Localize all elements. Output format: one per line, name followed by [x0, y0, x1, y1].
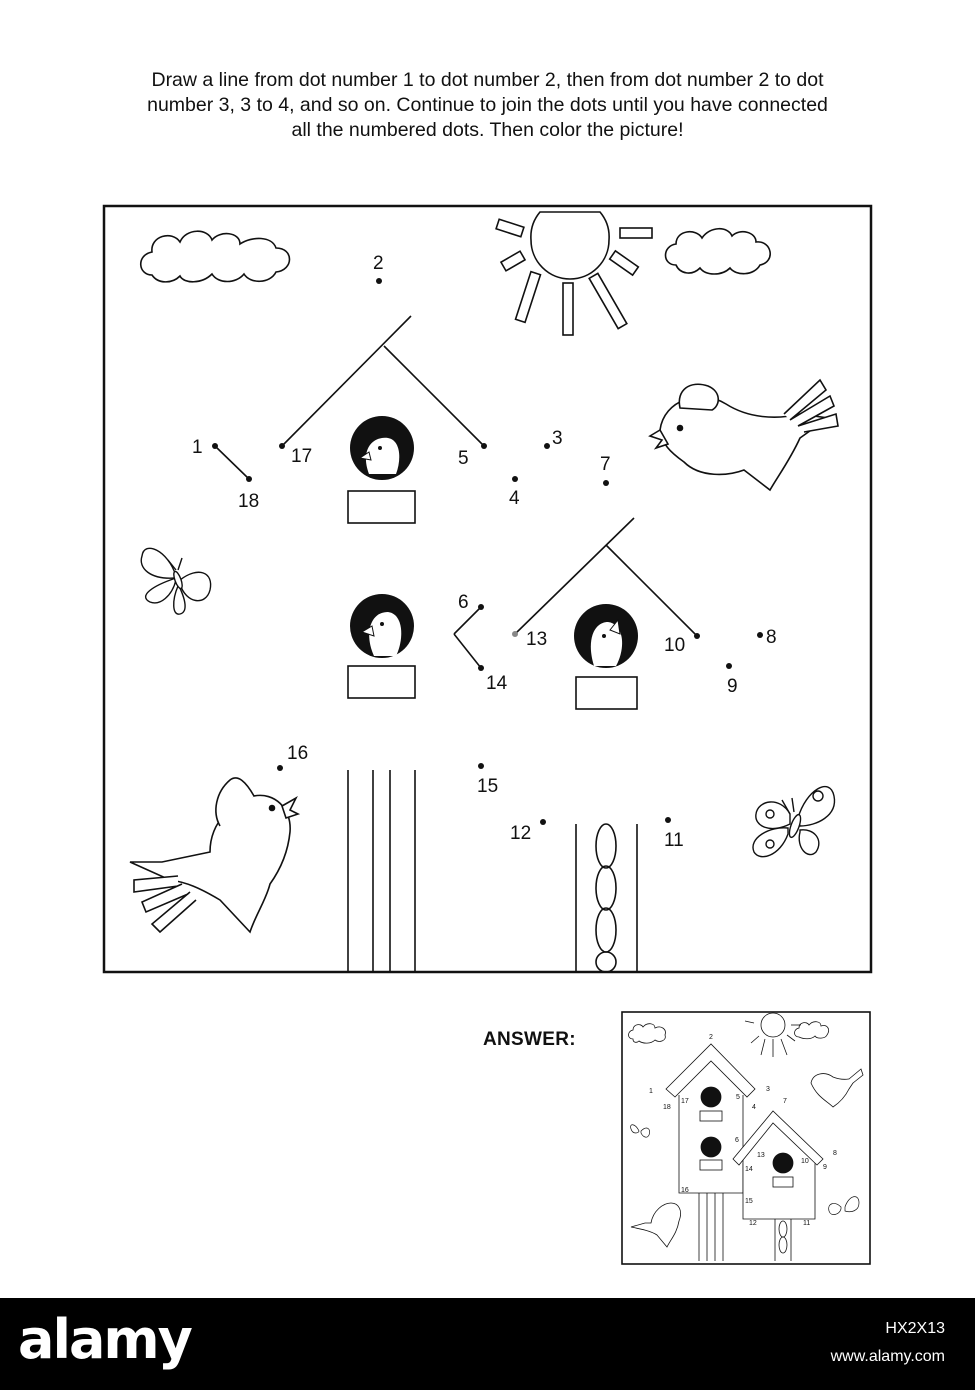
answer-cloud-left-icon: [628, 1023, 666, 1044]
answer-label-5: 5: [736, 1094, 740, 1101]
answer-label: ANSWER:: [483, 1029, 576, 1050]
dot-label-5: 5: [458, 448, 469, 469]
pole-right: [575, 823, 638, 973]
dot-label-1: 1: [192, 437, 203, 458]
butterfly-right-icon: [752, 785, 836, 858]
birdhouse-sign-3: [575, 676, 638, 710]
dot-label-14: 14: [486, 673, 508, 694]
birdhouse-sign-2: [347, 665, 416, 699]
answer-label-11: 11: [803, 1220, 810, 1227]
cloud-left-icon: [139, 230, 291, 283]
instructions-line-2: number 3, 3 to 4, and so on. Continue to…: [147, 94, 828, 116]
dot-3[interactable]: [544, 443, 550, 449]
pole-left: [347, 770, 416, 972]
dot-10[interactable]: [694, 633, 700, 639]
dot-label-12: 12: [510, 823, 531, 844]
watermark-footer: alamy HX2X13 www.alamy.com: [0, 1298, 975, 1390]
dot-label-8: 8: [766, 627, 777, 648]
birdhouse-hole-2: [350, 594, 414, 658]
image-id: HX2X13: [885, 1320, 945, 1337]
answer-dot-labels: 1 2 3 4 5 6 7 8 9 10 11 12 13 14 15 16 1…: [649, 1034, 837, 1227]
bird-top-right-icon: [648, 378, 839, 492]
dots: [212, 278, 763, 825]
dot-label-13: 13: [526, 629, 547, 650]
birdhouse-hole-1: [350, 416, 414, 480]
puzzle-canvas: 1 2 3 4 5 6 7 8 9 10 11 12 13 14 15 16 1…: [102, 204, 873, 974]
answer-label-12: 12: [749, 1220, 757, 1227]
answer-label-9: 9: [823, 1164, 827, 1171]
puzzle-frame: [102, 204, 873, 974]
answer-sun-icon: [744, 1012, 801, 1057]
instructions-text: Draw a line from dot number 1 to dot num…: [60, 68, 915, 143]
roof-left-partial: [214, 315, 698, 669]
dot-label-4: 4: [509, 488, 520, 509]
birdhouse-sign-1: [347, 490, 416, 524]
dot-14[interactable]: [478, 665, 484, 671]
answer-label-18: 18: [663, 1104, 671, 1111]
dot-labels: 1 2 3 4 5 6 7 8 9 10 11 12 13 14 15 16 1…: [192, 253, 777, 851]
instructions-line-3: all the numbered dots. Then color the pi…: [291, 119, 684, 141]
answer-label-6: 6: [735, 1137, 739, 1144]
dot-label-6: 6: [458, 592, 469, 613]
cloud-right-icon: [664, 227, 771, 275]
instructions-line-1: Draw a line from dot number 1 to dot num…: [151, 69, 824, 91]
dot-11[interactable]: [665, 817, 671, 823]
dot-label-11: 11: [664, 830, 684, 851]
answer-butterfly-right-icon: [828, 1196, 860, 1215]
dot-9[interactable]: [726, 663, 732, 669]
dot-18[interactable]: [246, 476, 252, 482]
dot-label-16: 16: [287, 743, 308, 764]
birdhouse-hole-3: [574, 604, 638, 668]
sun-icon: [495, 211, 653, 336]
alamy-logo: alamy: [18, 1308, 193, 1371]
answer-label-3: 3: [766, 1086, 770, 1093]
dot-13[interactable]: [512, 631, 518, 637]
answer-label-15: 15: [745, 1198, 753, 1205]
answer-label-1: 1: [649, 1088, 653, 1095]
dot-4[interactable]: [512, 476, 518, 482]
dot-label-18: 18: [238, 491, 259, 512]
site-url[interactable]: www.alamy.com: [830, 1348, 945, 1365]
dot-17[interactable]: [279, 443, 285, 449]
dot-label-15: 15: [477, 776, 498, 797]
answer-birdhouse-right: [732, 1110, 824, 1261]
answer-label-7: 7: [783, 1098, 787, 1105]
butterfly-left-icon: [140, 547, 212, 615]
answer-birdhouse-left: [665, 1043, 756, 1261]
bird-bottom-left-icon: [129, 777, 301, 934]
answer-label-10: 10: [801, 1158, 809, 1165]
dot-7[interactable]: [603, 480, 609, 486]
answer-label-17: 17: [681, 1098, 689, 1105]
answer-bird-top-icon: [810, 1068, 864, 1108]
dot-label-9: 9: [727, 676, 738, 697]
answer-label-16: 16: [681, 1187, 689, 1194]
dot-5[interactable]: [481, 443, 487, 449]
dot-label-2: 2: [373, 253, 384, 274]
dot-8[interactable]: [757, 632, 763, 638]
answer-bird-bottom-icon: [630, 1202, 681, 1248]
answer-thumbnail: 1 2 3 4 5 6 7 8 9 10 11 12 13 14 15 16 1…: [621, 1011, 871, 1265]
dot-15[interactable]: [478, 763, 484, 769]
answer-label-2: 2: [709, 1034, 713, 1041]
answer-label-14: 14: [745, 1166, 753, 1173]
dot-12[interactable]: [540, 819, 546, 825]
dot-label-17: 17: [291, 446, 312, 467]
answer-cloud-right-icon: [794, 1021, 829, 1040]
answer-label-13: 13: [757, 1152, 765, 1159]
dot-label-10: 10: [664, 635, 685, 656]
dot-2[interactable]: [376, 278, 382, 284]
dot-1[interactable]: [212, 443, 218, 449]
dot-label-3: 3: [552, 428, 563, 449]
dot-16[interactable]: [277, 765, 283, 771]
dot-6[interactable]: [478, 604, 484, 610]
answer-butterfly-left-icon: [630, 1124, 650, 1138]
answer-label-4: 4: [752, 1104, 756, 1111]
dot-label-7: 7: [600, 454, 611, 475]
answer-label-8: 8: [833, 1150, 837, 1157]
